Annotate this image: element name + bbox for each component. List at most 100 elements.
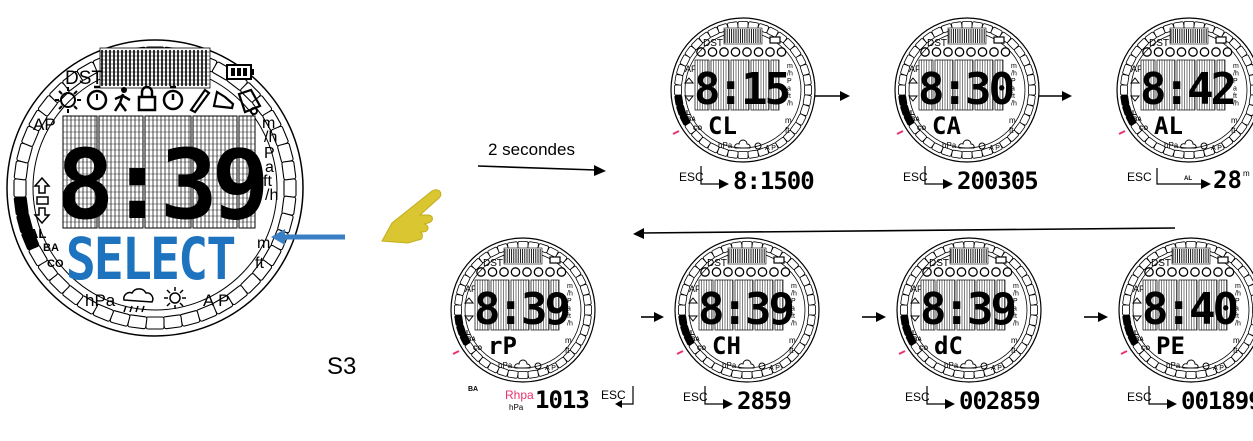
svg-text:P: P: [791, 298, 796, 305]
co-label: CO: [1141, 346, 1150, 352]
ap-bottom-label: A P: [765, 145, 776, 152]
ap-bottom-label: A P: [1213, 365, 1224, 372]
svg-text:/h: /h: [1013, 291, 1019, 298]
unit-label: m: [1243, 169, 1250, 178]
svg-text:ft: ft: [787, 93, 791, 100]
ba-label: BA: [911, 117, 920, 123]
svg-text:/h: /h: [567, 291, 573, 298]
hold-arrow: [477, 165, 606, 176]
esc-label: ESC: [1127, 390, 1152, 404]
up-down-arrows-icon: [1131, 297, 1143, 322]
flow-arrows: [633, 91, 1176, 322]
svg-text:m: m: [1233, 336, 1240, 345]
sun-icon: [55, 87, 81, 113]
ap-bottom-label: A P: [769, 365, 780, 372]
al-label: AL: [907, 330, 917, 337]
battery-icon: [1217, 256, 1229, 264]
cloud-rain-icon: [960, 359, 977, 369]
al-label: AL: [681, 110, 691, 117]
co-label: CO: [693, 126, 702, 132]
svg-text:ft: ft: [567, 313, 571, 320]
hold-duration-label: 2 secondes: [488, 140, 575, 159]
mode-text: CA: [932, 112, 961, 140]
svg-text:/h: /h: [791, 291, 797, 298]
icons-row: [476, 267, 567, 277]
ap-label: AP: [1131, 64, 1143, 74]
svg-text:a: a: [1233, 86, 1237, 93]
icons-row: [920, 47, 1011, 57]
up-down-arrows-icon: [33, 176, 51, 225]
time-digits: 8:39: [474, 284, 568, 335]
cloud-rain-icon: [514, 359, 531, 369]
sun-icon: [978, 142, 986, 150]
ap-label: AP: [465, 284, 477, 294]
hpa-label: hPa: [1166, 361, 1181, 370]
al-label: AL: [461, 330, 471, 337]
co-label: CO: [47, 258, 64, 270]
cloud-rain-icon: [123, 288, 154, 313]
svg-text:P: P: [787, 78, 792, 85]
hpa-label: hPa: [85, 291, 116, 310]
co-label: CO: [473, 346, 482, 352]
svg-text:P: P: [567, 298, 572, 305]
icons-row: [700, 267, 791, 277]
esc-arrow: [926, 386, 947, 405]
svg-text:m: m: [262, 115, 275, 132]
dst-label: DST: [707, 258, 727, 269]
svg-text:/h: /h: [1235, 321, 1241, 328]
readout-value: 200305: [957, 167, 1038, 195]
dst-label: DST: [703, 38, 723, 49]
battery-icon: [769, 36, 781, 44]
svg-text:m: m: [785, 116, 792, 125]
al-label: AL: [1129, 330, 1139, 337]
time-grid: [918, 59, 1004, 111]
sun-icon: [1200, 142, 1208, 150]
svg-text:a: a: [265, 159, 274, 176]
al-label: AL: [1127, 110, 1137, 117]
icons-row: [1144, 267, 1235, 277]
svg-text:m: m: [1231, 116, 1238, 125]
icons-row: [922, 267, 1013, 277]
mode-text: CH: [712, 332, 741, 360]
dst-label: DST: [65, 68, 103, 89]
svg-text:/h: /h: [1233, 71, 1239, 78]
hpa-label: hPa: [944, 361, 959, 370]
hpa-label: hPa: [498, 361, 513, 370]
s3-button-pointer: [271, 229, 345, 245]
ba-label: BA: [913, 337, 922, 343]
time-grid: [1140, 59, 1226, 111]
readout-value: 28: [1213, 166, 1242, 194]
svg-text:a: a: [1011, 86, 1015, 93]
al-label: AL: [905, 110, 915, 117]
battery-icon: [993, 36, 1005, 44]
icons-row: [1142, 47, 1233, 57]
time-grid: [62, 115, 256, 229]
mode-text: rP: [488, 332, 517, 360]
ap-label: AP: [1133, 284, 1145, 294]
time-digits: 8:15: [694, 64, 788, 115]
mode-text: AL: [1154, 112, 1183, 140]
ap-bottom-label: A P: [545, 365, 556, 372]
hpa-label: hPa: [718, 141, 733, 150]
svg-text:/h: /h: [787, 101, 793, 108]
ap-label: AP: [685, 64, 697, 74]
cloud-rain-icon: [1180, 139, 1197, 149]
svg-text:/h: /h: [1233, 101, 1239, 108]
svg-text:/h: /h: [1013, 321, 1019, 328]
svg-text:ft: ft: [785, 126, 790, 135]
sun-icon: [534, 362, 542, 370]
esc-readout-pe: ESC001899: [1127, 386, 1253, 415]
svg-text:m: m: [1011, 336, 1018, 345]
cloud-rain-icon: [734, 139, 751, 149]
esc-label: ESC: [601, 388, 626, 402]
